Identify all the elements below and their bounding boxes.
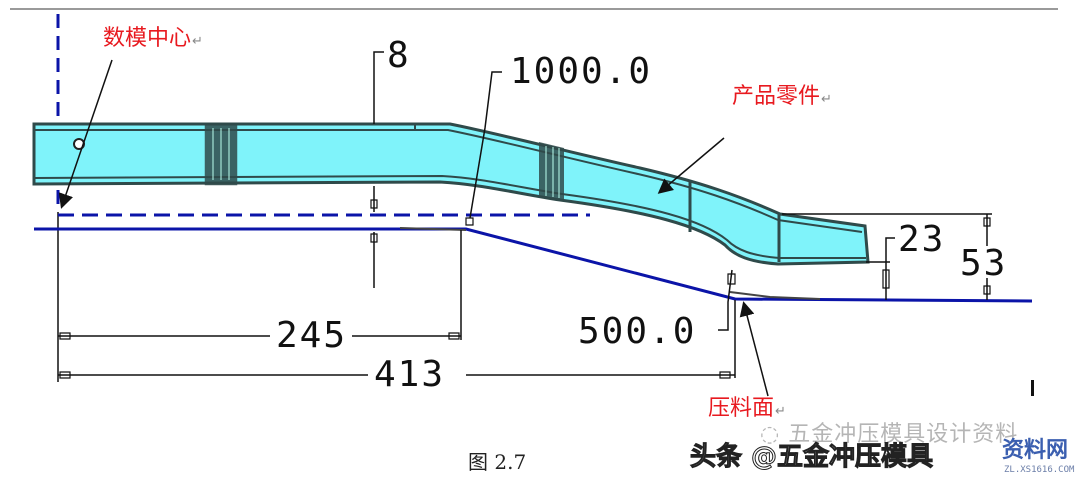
watermark-line2: 头条 @五金冲压模具: [689, 442, 934, 472]
dim-23-value: 23: [898, 219, 946, 260]
label-product-part-text: 产品零件: [732, 84, 821, 109]
watermark-icon: ◌: [760, 422, 789, 447]
watermark-url: ZL.XS1616.COM: [1004, 465, 1075, 475]
dim-245-tick-left: [59, 332, 71, 340]
watermark-logo: 资料网: [1002, 438, 1069, 463]
dim-413-tick-right: [719, 371, 731, 379]
watermark-line1: ◌ 五金冲压模具设计资料: [760, 424, 1018, 446]
label-product-part: 产品零件↵: [732, 86, 832, 108]
rib-feature-middle: [539, 142, 564, 200]
dim-1000-tick: [465, 217, 474, 226]
dim-8-leader: [373, 51, 384, 124]
dim-53-tick-top: [983, 217, 991, 227]
binder-transition-upper: [399, 227, 467, 231]
return-mark: ↵: [775, 404, 786, 419]
text-cursor: [1031, 380, 1034, 396]
dim-8-tick-bottom: [370, 233, 378, 243]
die-center-leader: [58, 59, 113, 209]
dim-500-tick: [727, 273, 736, 285]
dim-1000-leader: [469, 71, 502, 219]
product-part-leader: [657, 137, 725, 194]
dim-413-tick-left: [59, 371, 71, 379]
dim-8-tick-top: [370, 199, 378, 209]
label-die-center: 数模中心↵: [103, 28, 203, 50]
dim-413-value: 413: [374, 354, 446, 395]
product-part-inner-top: [34, 129, 863, 233]
figure-caption: 图 2.7: [468, 450, 527, 474]
dim-23-leader: [885, 237, 895, 300]
dim-500-value: 500.0: [578, 311, 697, 352]
return-mark: ↵: [821, 92, 832, 107]
label-pressure-surface-text: 压料面: [708, 396, 775, 421]
pressure-surface-line: [34, 227, 1033, 303]
label-pressure-surface: 压料面↵: [708, 398, 786, 420]
dim-23-tick: [882, 269, 890, 289]
dim-53-tick-bottom: [983, 285, 991, 295]
product-part-body: [32, 122, 870, 266]
dim-1000-value: 1000.0: [510, 51, 653, 92]
dim-8-value: 8: [387, 35, 411, 76]
return-mark: ↵: [192, 34, 203, 49]
dim-500-leader: [718, 269, 733, 331]
pressure-surface-leader: [739, 301, 769, 397]
rib-feature-left: [204, 122, 238, 186]
dim-53-value: 53: [960, 243, 1008, 284]
dim-245-tick-right: [448, 332, 460, 340]
product-part-inner-bottom: [33, 174, 866, 259]
binder-transition-lower: [729, 291, 821, 300]
label-die-center-text: 数模中心: [103, 26, 192, 51]
dim-245-value: 245: [276, 315, 348, 356]
watermark-line1-text: 五金冲压模具设计资料: [788, 422, 1019, 447]
